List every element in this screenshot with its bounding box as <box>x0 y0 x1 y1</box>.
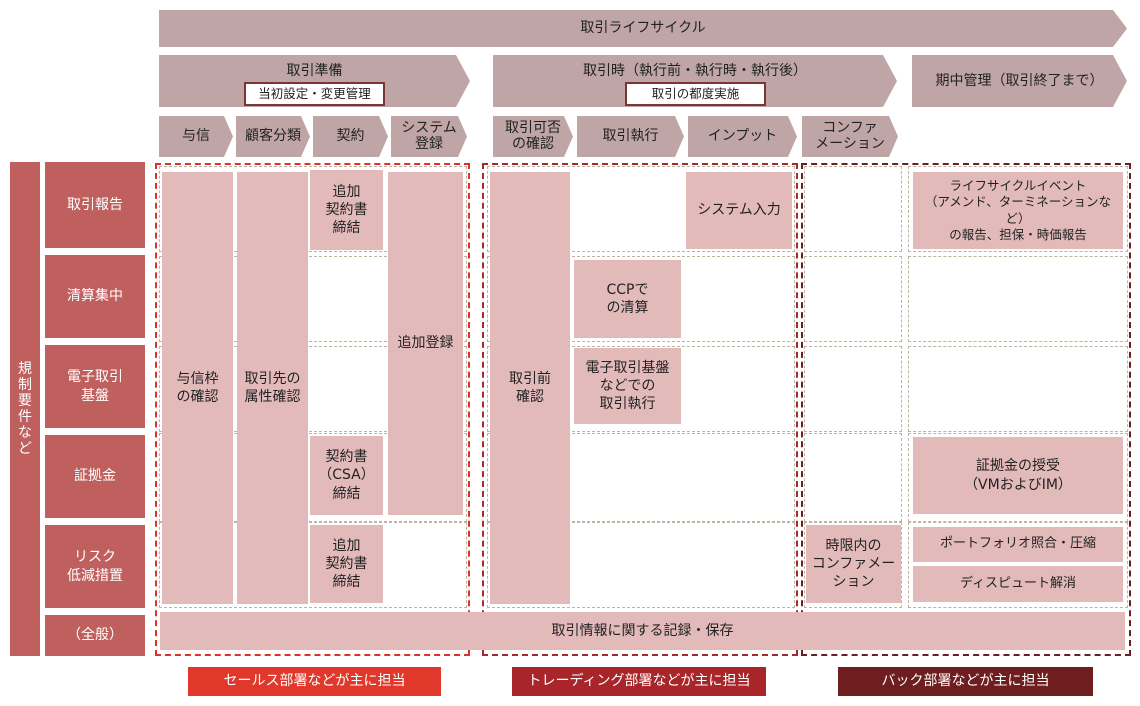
grid-cell <box>487 433 795 522</box>
step: 取引執行 <box>577 116 684 157</box>
cell-timely-confirmation: 時限内の コンファメー ション <box>806 525 901 603</box>
step: インプット <box>688 116 797 157</box>
trading-zone <box>482 163 798 656</box>
lifecycle-label: 取引ライフサイクル <box>580 20 706 37</box>
owner-sales: セールス部署などが主に担当 <box>188 667 441 696</box>
grid-cell <box>804 256 902 342</box>
grid-cell <box>804 522 902 608</box>
grid-cell <box>804 433 902 522</box>
row-header: リスク 低減措置 <box>45 525 145 608</box>
side-label: 規 制 要 件 な ど <box>10 162 40 656</box>
phase-label: 取引準備 <box>286 63 343 79</box>
cell-credit: 与信枠 の確認 <box>162 172 233 604</box>
step: コンファ メーション <box>802 116 898 157</box>
grid-cell <box>908 522 1128 608</box>
phase-ongoing: 期中管理（取引終了まで） <box>912 55 1127 107</box>
cell-portfolio: ポートフォリオ照合・圧縮 <box>913 527 1123 562</box>
row-header: 証拠金 <box>45 435 145 518</box>
cell-additional-contract: 追加 契約書 締結 <box>310 525 383 603</box>
phase-sub-box: 取引の都度実施 <box>625 82 766 106</box>
back-zone <box>801 163 1131 656</box>
cell-ccp: CCPで の清算 <box>574 260 681 338</box>
cell-additional-registration: 追加登録 <box>388 172 463 515</box>
owner-back: バック部署などが主に担当 <box>838 667 1093 696</box>
step: 取引可否 の確認 <box>493 116 573 157</box>
grid-cell <box>487 166 795 252</box>
cell-etp: 電子取引基盤 などでの 取引執行 <box>574 348 681 424</box>
cell-additional-contract: 追加 契約書 締結 <box>310 170 383 250</box>
row-header: 取引報告 <box>45 162 145 248</box>
grid-cell <box>487 346 795 432</box>
step: システム 登録 <box>391 116 467 157</box>
phase-label: 期中管理（取引終了まで） <box>935 72 1104 89</box>
cell-csa: 契約書 （CSA） 締結 <box>310 436 383 515</box>
cell-lifecycle-event: ライフサイクルイベント （アメンド、ターミネーションなど） の報告、担保・時価報… <box>913 172 1123 249</box>
step: 顧客分類 <box>236 116 310 157</box>
grid-cell <box>908 166 1128 252</box>
grid-cell <box>159 522 467 608</box>
step: 契約 <box>313 116 388 157</box>
grid-cell <box>804 166 902 252</box>
grid-cell <box>908 256 1128 342</box>
cell-margin: 証拠金の授受 （VMおよびIM） <box>913 437 1123 514</box>
lifecycle-banner: 取引ライフサイクル <box>159 10 1127 47</box>
cell-system-input: システム入力 <box>686 172 792 249</box>
grid-cell <box>908 346 1128 432</box>
grid-cell <box>804 346 902 432</box>
grid-cell <box>487 522 795 608</box>
cell-dispute: ディスピュート解消 <box>913 566 1123 602</box>
grid-cell <box>159 433 467 522</box>
phase-sub-box: 当初設定・変更管理 <box>244 82 385 106</box>
sales-zone <box>155 163 470 656</box>
cell-attribute: 取引先の 属性確認 <box>237 172 308 604</box>
grid-cell <box>159 256 467 342</box>
grid-cell <box>908 433 1128 522</box>
phase-label: 取引時（執行前・執行時・執行後） <box>583 63 807 79</box>
row-header: 清算集中 <box>45 255 145 338</box>
grid-cell <box>487 256 795 342</box>
cell-pre-check: 取引前 確認 <box>490 172 570 604</box>
grid-cell <box>159 346 467 432</box>
grid-cell <box>159 166 467 252</box>
row-header: 電子取引 基盤 <box>45 345 145 428</box>
owner-trading: トレーディング部署などが主に担当 <box>512 667 766 696</box>
step: 与信 <box>159 116 233 157</box>
cell-records: 取引情報に関する記録・保存 <box>160 612 1125 650</box>
row-header: （全般） <box>45 615 145 656</box>
